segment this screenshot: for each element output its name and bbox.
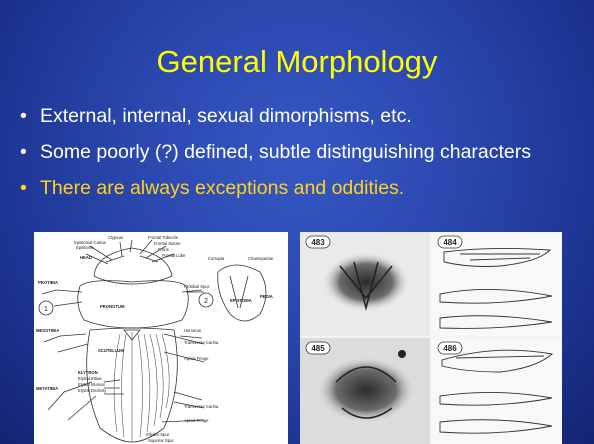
bullet-text: There are always exceptions and oddities… xyxy=(40,177,404,199)
micrograph-485-dot xyxy=(398,350,406,358)
head-inset-lines xyxy=(230,276,248,308)
beetle-diagram-labels: Clypeus Epistomal Carina Epistome Fronta… xyxy=(36,235,274,443)
label-chaetopariae: Chaetopariae xyxy=(248,256,274,261)
label-transverse-carina: Transverse Carina xyxy=(184,340,219,345)
plate-number-484: 484 xyxy=(443,238,457,247)
genitalia-plate-svg: 483 484 485 486 xyxy=(300,232,562,444)
slide-title: General Morphology xyxy=(0,44,594,80)
bullet-item: • External, internal, sexual dimorphisms… xyxy=(20,104,580,129)
label-protibial-spur: Protibial Spur xyxy=(184,284,210,289)
label-elytral-declivity: Elytral Declivity xyxy=(78,388,107,393)
label-pedia: PEDIA xyxy=(260,294,273,299)
head-inset-shape xyxy=(218,265,266,321)
label-elytral-interval: Elytral Interval xyxy=(78,382,105,387)
label-head: HEAD xyxy=(80,255,92,260)
label-frontal-tubercle: Frontal Tubercle xyxy=(148,235,179,240)
bullet-text: Some poorly (?) defined, subtle distingu… xyxy=(40,141,531,163)
label-metatibia: METATIBIA xyxy=(36,386,58,391)
beetle-right-legs xyxy=(174,290,202,400)
beetle-diagram-svg: Clypeus Epistomal Carina Epistome Fronta… xyxy=(34,232,288,444)
bullet-dot-icon: • xyxy=(20,104,27,129)
label-scutellum: SCUTELLUM xyxy=(98,348,124,353)
micrograph-483-specimen xyxy=(322,252,410,312)
label-protibia: PROTIBIA xyxy=(38,280,58,285)
figure-number-2: 2 xyxy=(204,298,208,305)
label-elytron: ELYTRON xyxy=(78,370,98,375)
beetle-mesotibia-leg xyxy=(44,334,88,352)
plate-number-485: 485 xyxy=(311,344,325,353)
label-apical-fringe: Apical Fringe xyxy=(184,356,209,361)
label-epistome: Epistome xyxy=(76,245,94,250)
plate-number-486: 486 xyxy=(443,344,457,353)
label-epistoma: EPISTOMA xyxy=(230,298,252,303)
plate-number-483: 483 xyxy=(311,238,325,247)
figure-number-1: 1 xyxy=(44,306,48,313)
label-frontal-suture: Frontal Suture xyxy=(154,241,181,246)
bullet-text: External, internal, sexual dimorphisms, … xyxy=(40,105,412,127)
label-pronotum: PRONOTUM xyxy=(100,304,125,309)
label-corrupta: Corrupta xyxy=(208,256,225,261)
label-frontal-lobe: Frontal Lobe xyxy=(162,253,186,258)
beetle-diagram-figure: Clypeus Epistomal Carina Epistome Fronta… xyxy=(34,232,288,444)
label-frons: Frons xyxy=(158,247,169,252)
label-apical-fringe-2: Apical Fringe xyxy=(184,418,209,423)
label-clypeus: Clypeus xyxy=(108,235,123,240)
beetle-head-lines xyxy=(106,256,158,262)
beetle-protibia-leg xyxy=(42,290,82,306)
genitalia-plate-figure: 483 484 485 486 xyxy=(300,232,562,444)
label-elytral-striae: Elytral Striae xyxy=(78,376,102,381)
bullet-dot-icon: • xyxy=(20,140,27,165)
label-inferior-spur: Inferior Spur xyxy=(146,432,170,437)
label-humerus: Humerus xyxy=(184,328,201,333)
beetle-head-shape xyxy=(94,248,172,284)
bullet-dot-icon: • xyxy=(20,176,27,201)
bullet-item: • Some poorly (?) defined, subtle distin… xyxy=(20,140,580,165)
bullet-list: • External, internal, sexual dimorphisms… xyxy=(20,104,580,212)
bullet-item-highlight: • There are always exceptions and odditi… xyxy=(20,176,580,201)
beetle-pronotum-shape xyxy=(78,281,189,328)
label-transverse-carina-2: Transverse Carina xyxy=(184,404,219,409)
micrograph-485-specimen xyxy=(316,356,416,424)
label-superior-spur: Superior Spur xyxy=(148,438,174,443)
label-mesotibia: MESOTIBIA xyxy=(36,328,59,333)
